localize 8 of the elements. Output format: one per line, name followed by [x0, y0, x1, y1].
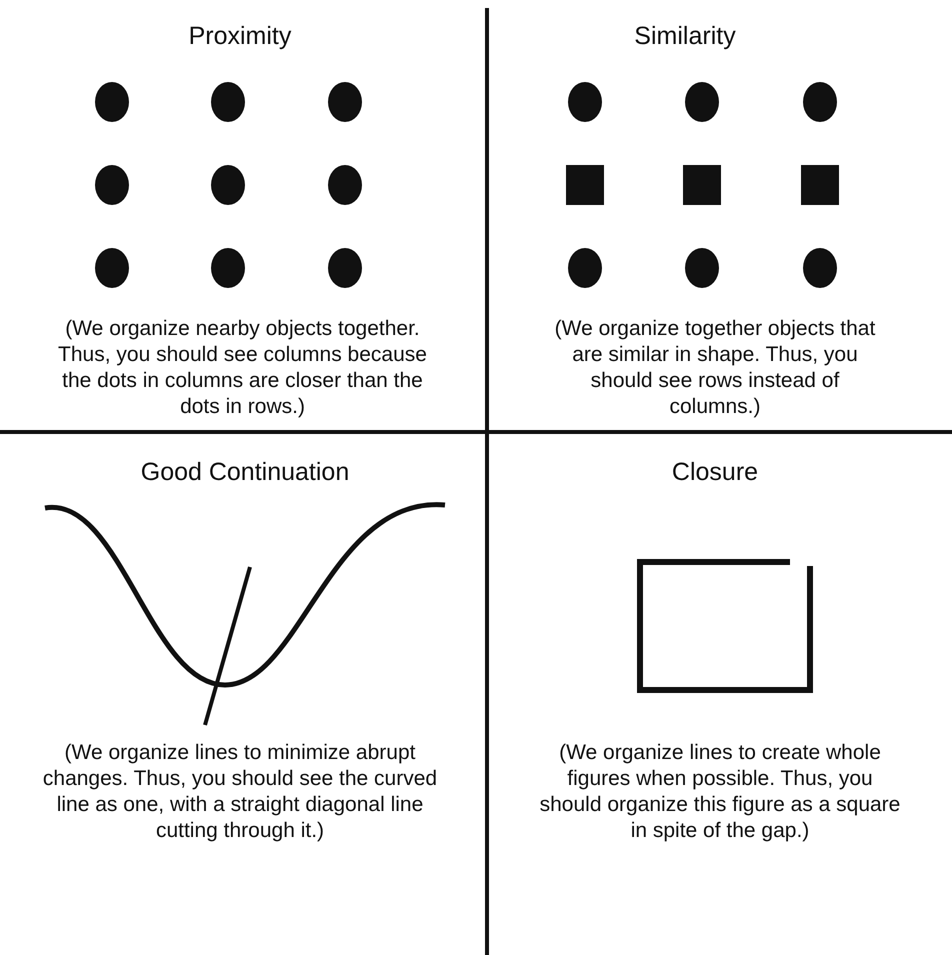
- caption-text: (We organize lines to create whole figures when possible. Thus, you should organize this figure as a square in spite of the gap.): [538, 740, 902, 844]
- caption-text: (We organize nearby objects together. Thus, you should see columns because the dots in columns are closer than the dots in rows.): [57, 316, 428, 420]
- caption-text: (We organize together objects that are similar in shape. Thus, you should see rows instead of columns.): [554, 316, 876, 420]
- caption-text: (We organize lines to minimize abrupt changes. Thus, you should see the curved line as one, with a straight diagonal line cutting through it.): [42, 740, 438, 844]
- heading-text: Closure: [670, 458, 760, 487]
- heading-text: Good Continuation: [140, 458, 350, 487]
- heading-text: Proximity: [188, 22, 292, 51]
- heading-text: Similarity: [633, 22, 737, 51]
